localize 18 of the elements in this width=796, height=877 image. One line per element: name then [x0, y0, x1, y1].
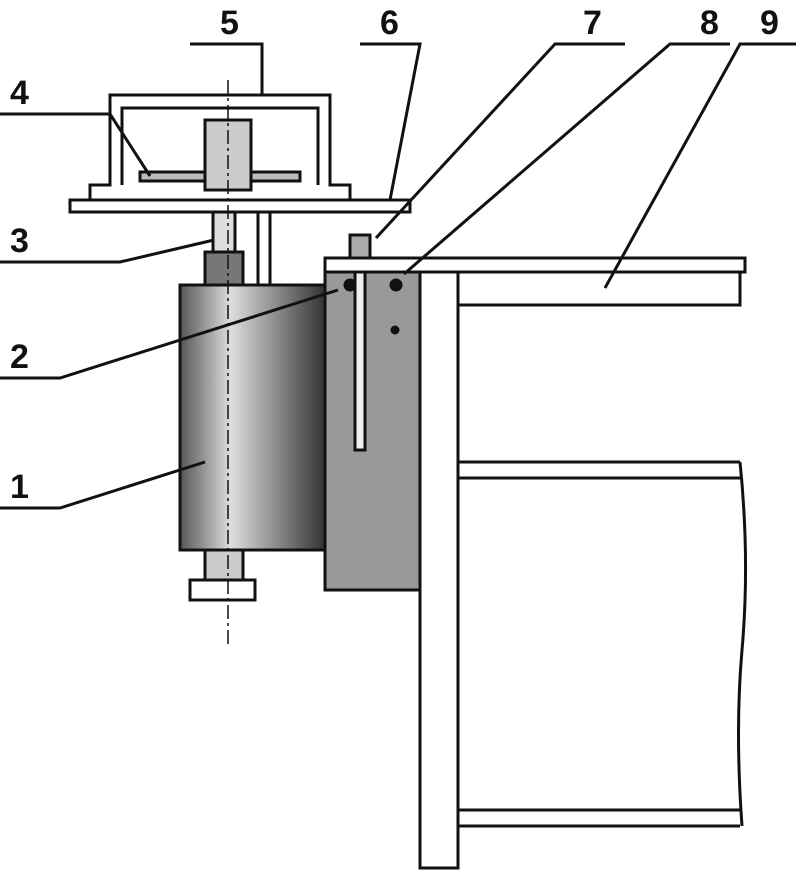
callout-number: 4	[10, 76, 29, 110]
leader-line	[0, 238, 214, 264]
leader-line	[374, 42, 625, 240]
callout-number: 7	[583, 6, 602, 40]
callout-number: 6	[380, 6, 399, 40]
callout-number: 2	[10, 340, 29, 374]
callout-number: 3	[10, 224, 29, 258]
leader-line	[0, 288, 338, 380]
callout-number: 9	[760, 6, 779, 40]
leader-line	[0, 460, 206, 510]
callout-number: 5	[220, 6, 239, 40]
leader-line	[0, 112, 152, 177]
leader-line	[604, 42, 796, 289]
leader-line	[190, 42, 264, 95]
callout-number: 1	[10, 470, 29, 504]
leader-line	[403, 42, 730, 276]
callout-number: 8	[700, 6, 719, 40]
leader-line	[360, 42, 422, 200]
